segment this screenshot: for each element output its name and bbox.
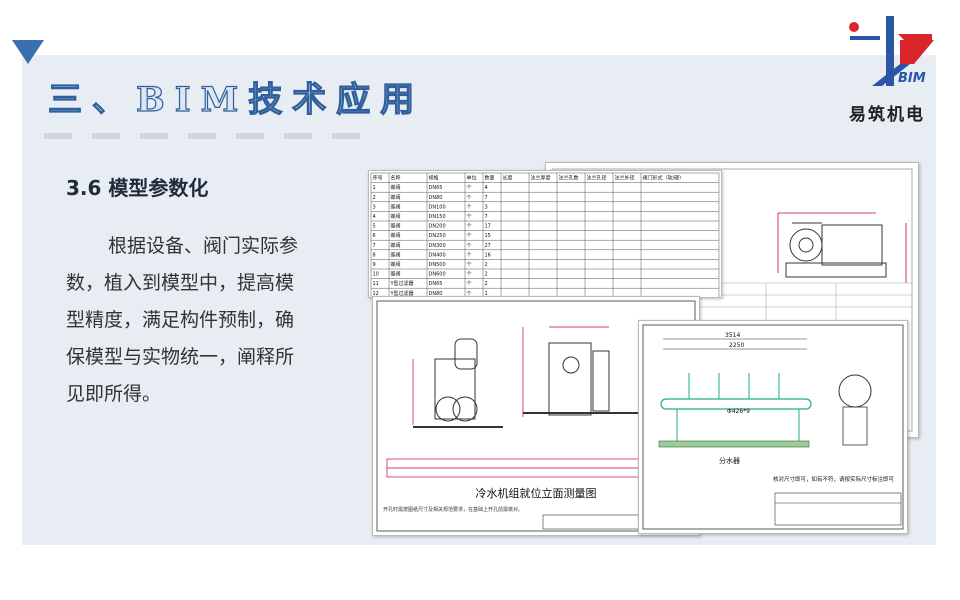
table-cell: 5 xyxy=(373,224,376,230)
title-underline-dashes xyxy=(44,124,394,139)
table-cell: 9 xyxy=(373,262,376,268)
table-cell: DN300 xyxy=(429,243,446,249)
table-cell: 27 xyxy=(485,243,491,249)
table-cell: 1 xyxy=(373,185,376,191)
table-cell: DN200 xyxy=(429,224,446,230)
table-cell: DN80 xyxy=(429,195,443,201)
distributor-label: 分水器 xyxy=(719,456,740,465)
table-cell: 个 xyxy=(467,204,472,210)
table-cell: 3 xyxy=(485,204,488,210)
table-cell: 蝶阀 xyxy=(391,203,401,210)
table-header-cell: 规格 xyxy=(429,175,439,182)
chiller-drawing-note: 开孔时需按图纸尺寸及相关规范要求，在基础上开孔前需核对。 xyxy=(383,506,523,513)
distributor-dim-total: 3514 xyxy=(725,332,740,339)
table-cell: Y型过滤器 xyxy=(390,280,414,287)
table-cell: 15 xyxy=(485,233,491,239)
table-cell: 个 xyxy=(467,224,472,230)
table-cell: DN400 xyxy=(429,252,446,258)
page-title: 三、BIM技术应用 xyxy=(47,79,425,120)
table-cell: Y型过滤器 xyxy=(390,290,414,297)
table-header-cell: 名称 xyxy=(391,175,401,182)
table-cell: 个 xyxy=(467,291,472,297)
table-cell: 蝶阀 xyxy=(391,242,401,249)
table-cell: DN100 xyxy=(429,204,446,210)
table-cell: 个 xyxy=(467,185,472,191)
table-header-cell: 单位 xyxy=(467,175,477,182)
table-cell: 2 xyxy=(485,272,488,278)
table-cell: DN80 xyxy=(429,291,443,297)
table-cell: 个 xyxy=(467,252,472,258)
table-header-cell: 阀门形式（软/硬） xyxy=(643,175,685,182)
table-header-cell: 法兰孔径 xyxy=(587,175,607,182)
table-cell: 16 xyxy=(485,252,491,258)
triangle-marker-icon xyxy=(12,40,44,64)
table-header-cell: 序号 xyxy=(373,175,383,182)
table-cell: 蝶阀 xyxy=(391,184,401,191)
table-cell: DN65 xyxy=(429,185,443,191)
table-cell: 10 xyxy=(373,272,379,278)
table-header-cell: 数量 xyxy=(485,175,495,182)
table-cell: 3 xyxy=(373,204,376,210)
table-cell: 12 xyxy=(373,291,379,297)
table-cell: DN150 xyxy=(429,214,446,220)
table-cell: 个 xyxy=(467,195,472,201)
section-paragraph: 根据设备、阀门实际参数，植入到模型中，提高模型精度，满足构件预制，确保模型与实物… xyxy=(66,235,299,405)
table-cell: 个 xyxy=(467,214,472,220)
table-cell: 个 xyxy=(467,243,472,249)
distributor-dim-pipe: Φ426*9 xyxy=(727,408,750,415)
table-cell: 17 xyxy=(485,224,491,230)
table-cell: 蝶阀 xyxy=(391,213,401,220)
distributor-note: 核对尺寸即可，如有不符，请按实际尺寸标注即可 xyxy=(773,475,895,483)
table-cell: 个 xyxy=(467,233,472,239)
table-cell: DN65 xyxy=(429,281,443,287)
table-cell: 个 xyxy=(467,281,472,287)
logo-mark-text: BIM xyxy=(898,71,926,86)
table-cell: 2 xyxy=(373,195,376,201)
table-cell: DN600 xyxy=(429,272,446,278)
table-cell: 蝶阀 xyxy=(391,223,401,230)
section-subtitle: 3.6 模型参数化 xyxy=(66,176,209,200)
table-cell: 8 xyxy=(373,252,376,258)
table-header-cell: 长度 xyxy=(503,175,513,182)
pump-drawing xyxy=(551,168,913,432)
table-cell: 1 xyxy=(485,291,488,297)
distributor-dim-inner: 2250 xyxy=(729,342,744,349)
table-cell: 蝶阀 xyxy=(391,271,401,278)
table-header-cell: 法兰外径 xyxy=(615,175,635,182)
table-cell: 蝶阀 xyxy=(391,194,401,201)
company-logo: BIM xyxy=(849,16,934,86)
table-cell: DN500 xyxy=(429,262,446,268)
table-cell: 蝶阀 xyxy=(391,261,401,268)
table-cell: 7 xyxy=(485,214,488,220)
chiller-drawing-title: 冷水机组就位立面测量图 xyxy=(476,486,597,500)
table-header-cell: 法兰孔数 xyxy=(559,175,579,182)
table-cell: 蝶阀 xyxy=(391,232,401,239)
table-cell: 4 xyxy=(485,185,488,191)
table-cell: 蝶阀 xyxy=(391,251,401,258)
distributor-drawing: 3514 2250 Φ426*9 分水器 核对尺寸即可，如有不符，请按实际尺寸标… xyxy=(642,324,904,530)
table-cell: DN250 xyxy=(429,233,446,239)
distributor-drawing-sheet: 3514 2250 Φ426*9 分水器 核对尺寸即可，如有不符，请按实际尺寸标… xyxy=(638,320,908,534)
table-cell: 7 xyxy=(373,243,376,249)
valve-table-sheet: 序号 名称 规格 单位 数量 长度 法兰厚度 法兰孔数 法兰孔径 法兰外径 阀门形式（软/硬） 1 蝶阀… xyxy=(368,170,722,299)
table-cell: 个 xyxy=(467,262,472,268)
table-cell: 2 xyxy=(485,281,488,287)
logo-brand-text: 易筑机电 xyxy=(849,105,925,125)
table-cell: 2 xyxy=(485,262,488,268)
table-cell: 11 xyxy=(373,281,379,287)
table-header-cell: 法兰厚度 xyxy=(531,175,551,182)
table-cell: 6 xyxy=(373,233,376,239)
table-cell: 个 xyxy=(467,272,472,278)
table-cell: 4 xyxy=(373,214,376,220)
valve-table: 序号 名称 规格 单位 数量 长度 法兰厚度 法兰孔数 法兰孔径 法兰外径 阀门形式（软/硬） 1 蝶阀… xyxy=(370,172,720,299)
table-cell: 7 xyxy=(485,195,488,201)
